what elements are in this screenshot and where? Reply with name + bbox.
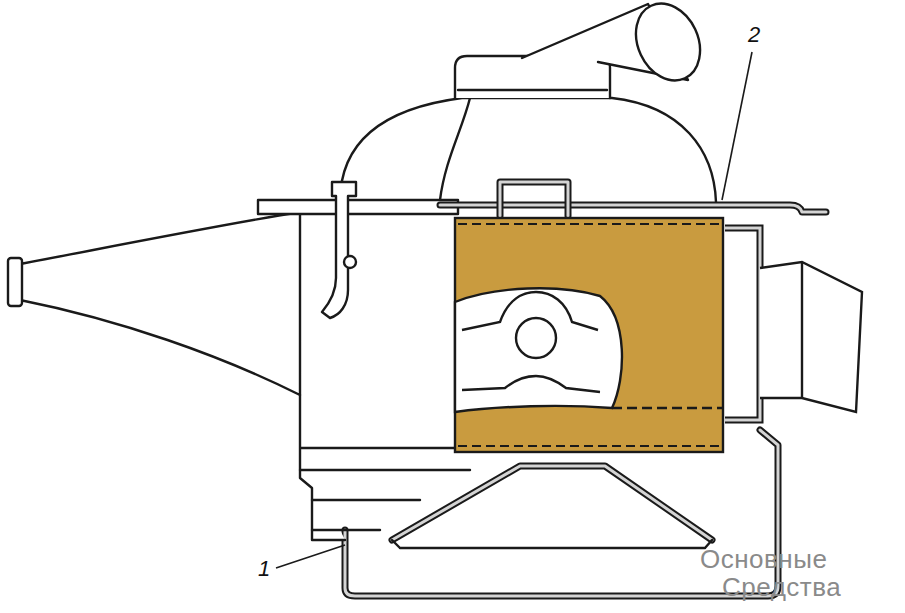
clamp-pin (344, 256, 356, 268)
funnel (392, 466, 712, 540)
outlet-seam (801, 262, 803, 398)
perforation-bottom (458, 445, 720, 447)
filter-handle (500, 182, 568, 216)
side-chamber (725, 228, 760, 420)
duct-cutaway (455, 288, 622, 412)
cap-line (458, 89, 607, 91)
duct-body (462, 292, 600, 392)
filter-element (455, 218, 723, 452)
rim-flange (258, 200, 458, 214)
watermark: Средства (722, 574, 841, 600)
funnel-inner (392, 466, 712, 540)
clamp (322, 182, 356, 318)
callout-number: 1 (258, 558, 270, 580)
snorkel-mouth (624, 0, 712, 91)
cutaway-edge (440, 98, 470, 200)
side-chamber-inner (725, 228, 760, 420)
filter-handle-inner (500, 182, 568, 216)
lid-dome (340, 98, 716, 202)
funnel-base (392, 540, 712, 548)
inlet-flange (8, 258, 22, 306)
outlet-pipe (760, 262, 862, 412)
hidden-line (612, 407, 722, 409)
callout-number: 2 (748, 24, 760, 46)
leader-line (722, 52, 752, 200)
lower-housing (300, 395, 470, 540)
inlet-tube (20, 212, 300, 395)
top-cap (455, 56, 610, 98)
housing-bands (300, 470, 470, 530)
duct-hole (516, 318, 556, 358)
leader-line (276, 545, 345, 568)
perforation-top (458, 223, 720, 225)
watermark: Основные (700, 546, 827, 572)
